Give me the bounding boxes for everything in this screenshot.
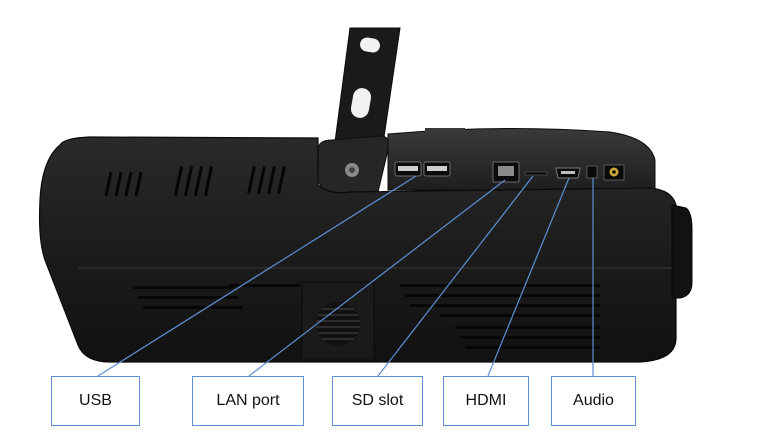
- usb-port-2: [423, 161, 451, 177]
- hdmi-port: [555, 167, 581, 179]
- leader-lines: [97, 175, 594, 377]
- usb-port-1: [394, 161, 422, 177]
- sd-slot-label-box: SD slot: [332, 376, 423, 426]
- lower-vents: [133, 284, 600, 349]
- sd-slot: [524, 171, 548, 176]
- lan-port: [492, 161, 520, 183]
- top-housing: [387, 127, 656, 191]
- lan-port-label: LAN port: [216, 392, 280, 409]
- lan-port-label-box: LAN port: [192, 376, 304, 426]
- hdmi-label: HDMI: [465, 392, 507, 409]
- upper-vents: [104, 166, 286, 197]
- usb-label: USB: [79, 392, 112, 409]
- speaker-grille: [301, 281, 375, 361]
- sd-slot-label: SD slot: [351, 392, 404, 409]
- audio-jack: [586, 165, 598, 179]
- hdmi-label-box: HDMI: [443, 376, 529, 426]
- usb-label-box: USB: [51, 376, 140, 426]
- side-bumper: [671, 204, 693, 299]
- mounting-bracket: [317, 27, 401, 199]
- power-jack: [603, 164, 625, 181]
- audio-label: Audio: [573, 392, 614, 409]
- audio-label-box: Audio: [551, 376, 636, 426]
